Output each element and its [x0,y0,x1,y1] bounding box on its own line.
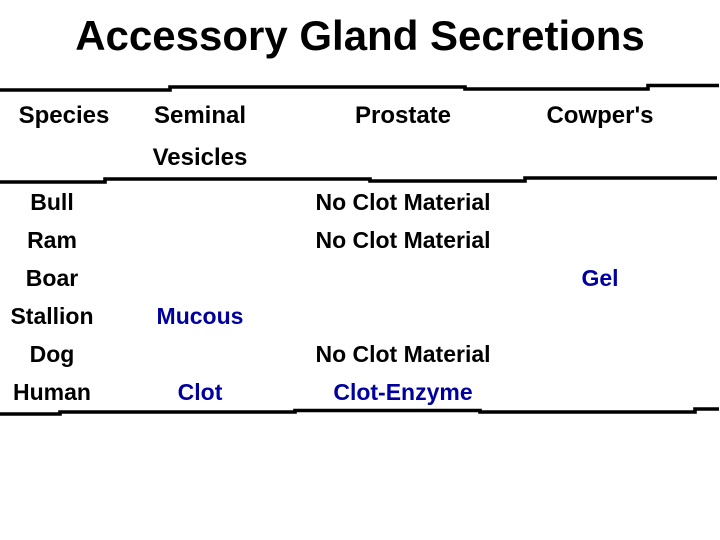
slide-title: Accessory Gland Secretions [75,12,645,59]
human-species-cell: Human [13,378,91,405]
stallion-prostate-cell [272,297,534,335]
human-prostate-cell: Clot-Enzyme [333,378,473,405]
stallion-species-cell: Stallion [10,302,94,329]
dog-cowpers-cell [534,335,666,373]
bull-prostate-cell: No Clot Material [315,188,491,215]
dog-seminal-cell [128,335,272,373]
boar-prostate-cell [272,259,534,297]
column-header-cowpers-label: Cowper's [546,102,654,129]
dog-species-cell: Dog [29,340,75,367]
column-header-species-label: Species [18,102,110,129]
ram-seminal-cell [128,221,272,259]
boar-species-cell: Boar [25,264,79,291]
column-header-seminal-line1: Seminal [153,102,247,129]
ram-species-cell: Ram [27,226,77,253]
column-header-cowpers: Cowper's [534,95,666,179]
human-seminal-cell: Clot [177,378,223,405]
stallion-seminal-cell: Mucous [156,302,244,329]
divider-line-top [0,83,719,92]
ram-cowpers-cell [534,221,666,259]
bull-cowpers-cell [534,183,666,221]
boar-seminal-cell [128,259,272,297]
column-header-prostate: Prostate [272,95,534,179]
table-header-row: Species Seminal Vesicles Prostate Cowper… [0,95,666,179]
column-header-seminal-line2: Vesicles [152,144,248,171]
column-header-species: Species [0,95,128,179]
stallion-cowpers-cell [534,297,666,335]
bull-seminal-cell [128,183,272,221]
boar-cowpers-cell: Gel [581,264,619,291]
ram-prostate-cell: No Clot Material [315,226,491,253]
column-header-prostate-label: Prostate [354,102,452,129]
bull-species-cell: Bull [30,188,74,215]
dog-prostate-cell: No Clot Material [315,340,491,367]
column-header-seminal-vesicles: Seminal Vesicles [128,95,272,179]
human-cowpers-cell [534,373,666,411]
table-body: Bull No Clot Material Ram No Clot Materi… [0,183,666,411]
